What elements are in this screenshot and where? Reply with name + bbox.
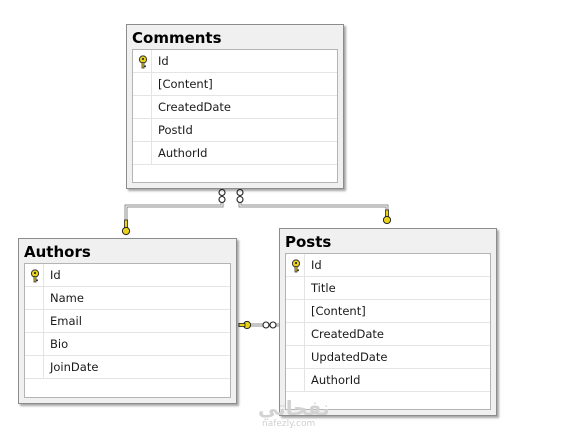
- row-selector[interactable]: [133, 50, 152, 72]
- watermark-url: nafezly.com: [262, 419, 316, 429]
- row-selector[interactable]: [25, 333, 44, 355]
- key-end-icon: [121, 219, 131, 236]
- column-row[interactable]: Id: [25, 264, 230, 287]
- row-selector[interactable]: [25, 356, 44, 378]
- primary-key-icon: [291, 259, 301, 273]
- primary-key-icon: [30, 269, 40, 283]
- column-row[interactable]: Bio: [25, 333, 230, 356]
- row-selector[interactable]: [286, 277, 305, 299]
- row-selector[interactable]: [133, 96, 152, 118]
- column-name: Id: [158, 54, 169, 68]
- row-selector[interactable]: [25, 264, 44, 286]
- column-row[interactable]: [Content]: [133, 73, 337, 96]
- column-name: Id: [50, 268, 61, 282]
- row-selector[interactable]: [133, 73, 152, 95]
- row-selector[interactable]: [286, 300, 305, 322]
- column-row[interactable]: CreatedDate: [133, 96, 337, 119]
- column-name: CreatedDate: [311, 327, 384, 341]
- watermark-logo: نفحاتي: [258, 396, 330, 420]
- column-name: AuthorId: [158, 146, 208, 160]
- column-row[interactable]: Title: [286, 277, 490, 300]
- column-row[interactable]: JoinDate: [25, 356, 230, 379]
- relationship-comments-authors: [121, 188, 226, 236]
- infinity-end-icon: [262, 321, 277, 329]
- row-selector[interactable]: [286, 369, 305, 391]
- table-comments[interactable]: Comments Id [Content] CreatedDate PostId: [126, 24, 344, 189]
- column-row[interactable]: [Content]: [286, 300, 490, 323]
- table-posts[interactable]: Posts Id Title [Content] CreatedDate: [279, 228, 497, 416]
- column-name: UpdatedDate: [311, 350, 388, 364]
- primary-key-icon: [138, 55, 148, 69]
- column-name: JoinDate: [50, 360, 99, 374]
- column-row[interactable]: Id: [133, 50, 337, 73]
- column-name: Title: [311, 281, 336, 295]
- column-name: PostId: [158, 123, 193, 137]
- column-row[interactable]: AuthorId: [286, 369, 490, 392]
- column-name: AuthorId: [311, 373, 361, 387]
- column-name: Name: [50, 291, 84, 305]
- column-grid: Id Title [Content] CreatedDate UpdatedDa…: [285, 253, 491, 410]
- column-name: Id: [311, 258, 322, 272]
- column-name: Email: [50, 314, 82, 328]
- row-selector[interactable]: [286, 323, 305, 345]
- table-title: Authors: [24, 243, 91, 261]
- key-end-icon: [382, 209, 392, 225]
- key-end-icon: [238, 320, 252, 330]
- column-row[interactable]: Name: [25, 287, 230, 310]
- column-row[interactable]: AuthorId: [133, 142, 337, 165]
- column-row[interactable]: Id: [286, 254, 490, 277]
- infinity-end-icon: [218, 188, 226, 204]
- row-selector[interactable]: [133, 142, 152, 164]
- row-selector[interactable]: [286, 346, 305, 368]
- column-row[interactable]: CreatedDate: [286, 323, 490, 346]
- table-authors[interactable]: Authors Id Name Email Bio JoinDate: [18, 238, 237, 404]
- column-grid: Id Name Email Bio JoinDate: [24, 263, 231, 398]
- column-row[interactable]: PostId: [133, 119, 337, 142]
- column-name: [Content]: [158, 77, 213, 91]
- infinity-end-icon: [236, 188, 244, 204]
- table-title: Posts: [285, 233, 332, 251]
- row-selector[interactable]: [25, 287, 44, 309]
- column-name: CreatedDate: [158, 100, 231, 114]
- row-selector[interactable]: [133, 119, 152, 141]
- column-grid: Id [Content] CreatedDate PostId AuthorId: [132, 49, 338, 183]
- column-name: Bio: [50, 337, 69, 351]
- row-selector[interactable]: [25, 310, 44, 332]
- column-row[interactable]: Email: [25, 310, 230, 333]
- column-row[interactable]: UpdatedDate: [286, 346, 490, 369]
- relationship-comments-posts: [236, 188, 392, 225]
- row-selector[interactable]: [286, 254, 305, 276]
- relationship-posts-authors: [238, 320, 279, 330]
- table-title: Comments: [132, 29, 222, 47]
- column-name: [Content]: [311, 304, 366, 318]
